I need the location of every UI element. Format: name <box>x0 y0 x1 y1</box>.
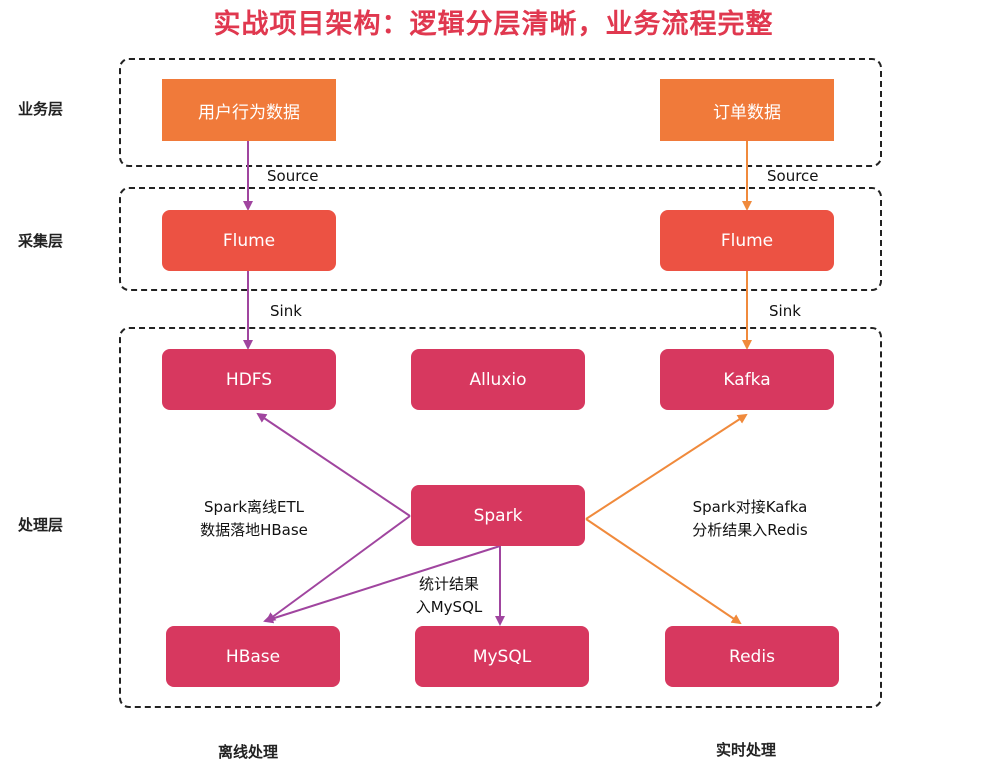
note-offline-line1: Spark离线ETL <box>203 498 305 516</box>
node-flume-right: Flume <box>660 210 834 271</box>
processing-layer-container <box>119 327 882 708</box>
footer-label-realtime: 实时处理 <box>716 741 777 759</box>
business-layer-container <box>119 58 882 167</box>
node-order-data: 订单数据 <box>660 79 834 141</box>
edge-label-source-right: Source <box>767 167 819 185</box>
node-redis: Redis <box>665 626 839 687</box>
layer-label-collection: 采集层 <box>18 232 64 250</box>
edge-label-sink-left: Sink <box>270 302 302 320</box>
note-realtime-line2: 分析结果入Redis <box>692 521 808 539</box>
edge-label-source-left: Source <box>267 167 319 185</box>
footer-label-offline: 离线处理 <box>218 743 279 761</box>
note-mysql-line1: 统计结果 <box>418 575 479 593</box>
edge-spark-to-hbase-a <box>265 515 411 623</box>
edge-label-sink-right: Sink <box>769 302 801 320</box>
node-alluxio: Alluxio <box>411 349 585 410</box>
note-mysql-line2: 入MySQL <box>415 598 483 616</box>
collection-layer-container <box>119 187 882 291</box>
edge-spark-to-redis <box>585 518 742 625</box>
note-offline-etl: Spark离线ETL 数据落地HBase <box>186 496 322 542</box>
node-mysql: MySQL <box>415 626 589 687</box>
layer-label-business: 业务层 <box>18 100 64 118</box>
node-hbase: HBase <box>166 626 340 687</box>
edge-spark-to-hbase-b <box>263 545 501 624</box>
note-realtime: Spark对接Kafka 分析结果入Redis <box>672 496 828 542</box>
node-hdfs: HDFS <box>162 349 336 410</box>
node-kafka: Kafka <box>660 349 834 410</box>
note-offline-line2: 数据落地HBase <box>200 521 308 539</box>
layer-label-processing: 处理层 <box>18 516 64 534</box>
node-user-behavior-data: 用户行为数据 <box>162 79 336 141</box>
node-flume-left: Flume <box>162 210 336 271</box>
node-spark: Spark <box>411 485 585 546</box>
note-realtime-line1: Spark对接Kafka <box>692 498 808 516</box>
edge-spark-to-hdfs <box>256 412 411 517</box>
page-title: 实战项目架构：逻辑分层清晰，业务流程完整 <box>213 9 774 40</box>
edge-spark-to-kafka <box>585 413 748 520</box>
note-mysql-stats: 统计结果 入MySQL <box>406 573 492 619</box>
